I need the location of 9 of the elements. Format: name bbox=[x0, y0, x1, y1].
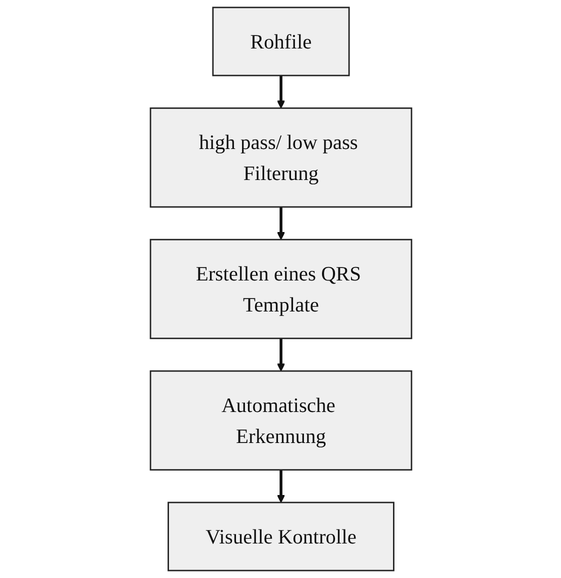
node-box: Rohfile bbox=[212, 6, 350, 76]
node-box: Erstellen eines QRS Template bbox=[149, 238, 412, 340]
arrow bbox=[276, 470, 285, 503]
arrow bbox=[276, 338, 285, 372]
arrow bbox=[276, 76, 285, 109]
node-box: Automatische Erkennung bbox=[149, 370, 412, 471]
arrow bbox=[276, 206, 285, 240]
node-box: Visuelle Kontrolle bbox=[167, 502, 394, 572]
node-box: high pass/ low pass Filterung bbox=[149, 107, 412, 208]
